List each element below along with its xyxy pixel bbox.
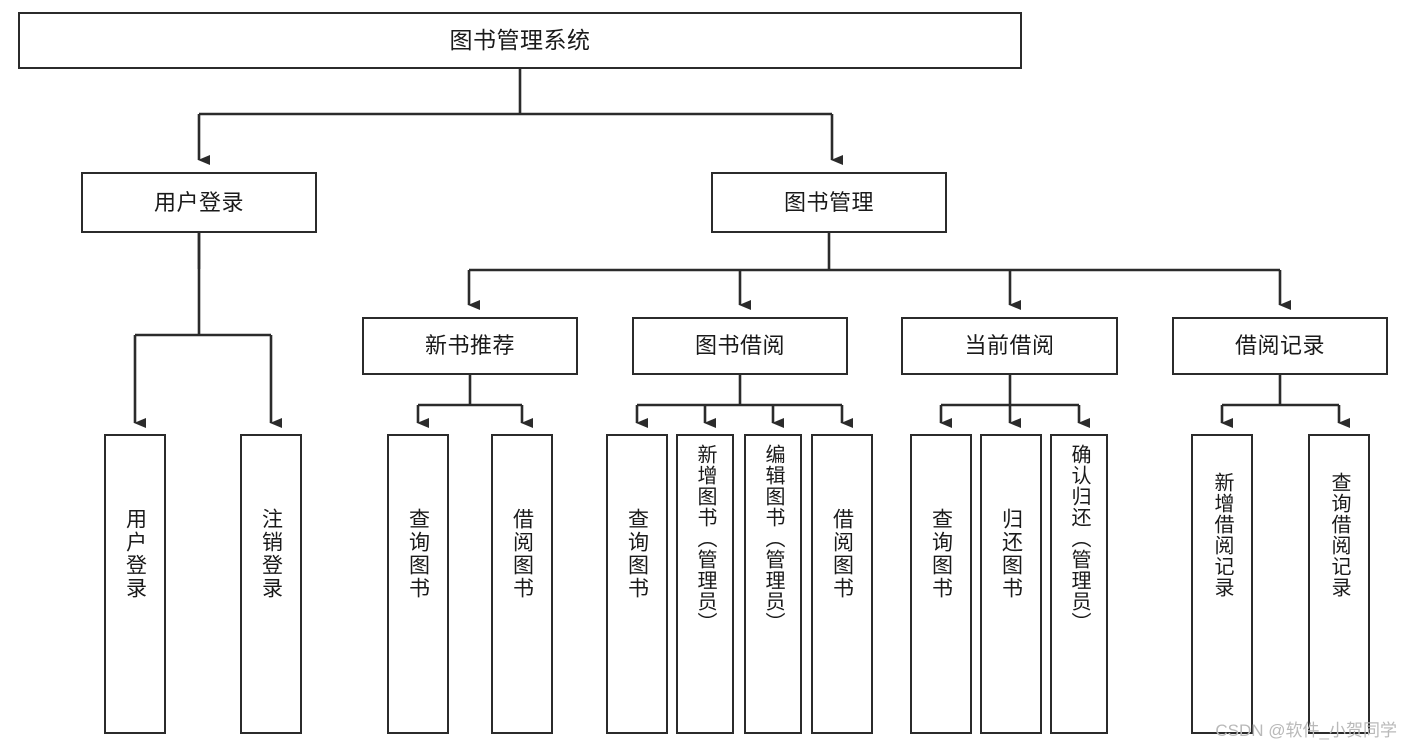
leaf-add-borrow-record[interactable]: 新增借阅记录	[1191, 434, 1253, 734]
node-label: 查询图书	[929, 508, 953, 600]
node-book-manage[interactable]: 图书管理	[711, 172, 947, 233]
node-borrow-record[interactable]: 借阅记录	[1172, 317, 1388, 375]
leaf-query-borrow-record[interactable]: 查询借阅记录	[1308, 434, 1370, 734]
node-label: 用户登录	[123, 508, 147, 600]
node-label: 借阅图书	[510, 508, 534, 600]
node-label: 归还图书	[999, 508, 1023, 600]
node-user-login[interactable]: 用户登录	[81, 172, 317, 233]
node-label: 新书推荐	[424, 333, 515, 359]
leaf-add-book-admin[interactable]: 新增图书（管理员）	[676, 434, 734, 734]
node-label: 图书借阅	[694, 333, 785, 359]
node-new-book-recommend[interactable]: 新书推荐	[362, 317, 578, 375]
node-label: 借阅图书	[830, 508, 854, 600]
node-label: 图书管理	[783, 189, 874, 215]
node-book-borrow[interactable]: 图书借阅	[632, 317, 848, 375]
leaf-confirm-return-admin[interactable]: 确认归还（管理员）	[1050, 434, 1108, 734]
node-label: 查询图书	[406, 508, 430, 600]
node-label: 查询借阅记录	[1328, 472, 1350, 598]
leaf-query-book-current[interactable]: 查询图书	[910, 434, 972, 734]
node-label: 图书管理系统	[449, 26, 591, 53]
node-label: 新增借阅记录	[1211, 472, 1233, 598]
node-label: 查询图书	[625, 508, 649, 600]
node-label: 借阅记录	[1234, 333, 1325, 359]
node-label: 注销登录	[259, 508, 283, 600]
node-label: 编辑图书（管理员）	[762, 444, 784, 633]
leaf-user-login[interactable]: 用户登录	[104, 434, 166, 734]
node-label: 确认归还（管理员）	[1068, 444, 1090, 633]
node-label: 当前借阅	[964, 333, 1055, 359]
leaf-borrow-book-borrow[interactable]: 借阅图书	[811, 434, 873, 734]
leaf-borrow-book-recommend[interactable]: 借阅图书	[491, 434, 553, 734]
leaf-logout[interactable]: 注销登录	[240, 434, 302, 734]
node-label: 新增图书（管理员）	[694, 444, 716, 633]
node-root-system[interactable]: 图书管理系统	[18, 12, 1022, 69]
leaf-query-book-borrow[interactable]: 查询图书	[606, 434, 668, 734]
leaf-return-book[interactable]: 归还图书	[980, 434, 1042, 734]
leaf-query-book-recommend[interactable]: 查询图书	[387, 434, 449, 734]
node-current-borrow[interactable]: 当前借阅	[901, 317, 1118, 375]
leaf-edit-book-admin[interactable]: 编辑图书（管理员）	[744, 434, 802, 734]
node-label: 用户登录	[153, 189, 244, 215]
watermark-credit: CSDN @软件_小贺同学	[1215, 721, 1397, 740]
